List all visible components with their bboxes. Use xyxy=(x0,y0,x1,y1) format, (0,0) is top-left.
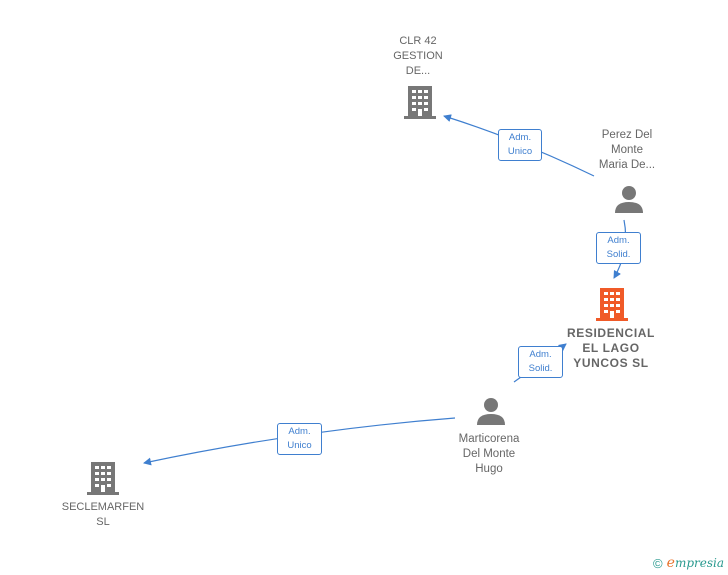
brand-initial: e xyxy=(666,555,675,571)
person-icon[interactable] xyxy=(613,184,645,214)
node-perez-line-1: Perez Del xyxy=(601,129,653,141)
edge-label-perez-residencial[interactable]: Adm. Solid. xyxy=(596,232,641,264)
brand-watermark: © empresia xyxy=(653,555,724,571)
node-perez-line-2: Monte xyxy=(611,144,643,156)
edge-label-marticorena-seclemarfen[interactable]: Adm. Unico xyxy=(277,423,322,455)
node-marticorena-line-3: Hugo xyxy=(475,463,503,475)
node-marticorena-line-1: Marticorena xyxy=(458,433,520,445)
node-seclemarfen-line-2: SL xyxy=(96,516,110,528)
edge-label-line: Adm. xyxy=(288,426,311,437)
edge-label-marticorena-residencial[interactable]: Adm. Solid. xyxy=(518,346,563,378)
person-icon[interactable] xyxy=(475,396,507,426)
node-clr42-line-2: GESTION xyxy=(393,50,443,62)
edge-label-line: Solid. xyxy=(528,363,553,374)
node-perez-line-3: Maria De... xyxy=(598,159,656,171)
node-clr42-line-3: DE... xyxy=(405,65,431,77)
node-marticorena-label[interactable]: Marticorena Del Monte Hugo xyxy=(444,432,534,477)
node-residencial-label[interactable]: RESIDENCIAL EL LAGO YUNCOS SL xyxy=(556,326,666,371)
brand-name: empresia xyxy=(667,555,724,571)
edge-label-line: Adm. xyxy=(607,235,630,246)
building-icon[interactable] xyxy=(596,286,628,322)
node-residencial-line-2: EL LAGO xyxy=(582,341,640,355)
node-clr42-label[interactable]: CLR 42 GESTION DE... xyxy=(378,34,458,79)
edge-label-line: Adm. xyxy=(529,349,552,360)
copyright-icon: © xyxy=(653,555,663,571)
edge-label-line: Unico xyxy=(287,440,312,451)
node-residencial-line-1: RESIDENCIAL xyxy=(567,326,655,340)
building-icon[interactable] xyxy=(87,460,119,496)
edge-label-line: Unico xyxy=(507,146,533,157)
node-marticorena-line-2: Del Monte xyxy=(462,448,516,460)
node-perez-label[interactable]: Perez Del Monte Maria De... xyxy=(584,128,670,173)
edge-label-perez-clr42[interactable]: Adm. Unico xyxy=(498,129,542,161)
edge-label-line: Adm. xyxy=(508,132,532,143)
node-seclemarfen-label[interactable]: SECLEMARFEN SL xyxy=(53,500,153,530)
node-residencial-line-3: YUNCOS SL xyxy=(573,356,649,370)
edge-label-line: Solid. xyxy=(606,249,631,260)
node-clr42-line-1: CLR 42 xyxy=(399,35,437,47)
building-icon[interactable] xyxy=(404,84,436,120)
brand-rest: mpresia xyxy=(674,556,724,570)
node-seclemarfen-line-1: SECLEMARFEN xyxy=(61,501,145,513)
